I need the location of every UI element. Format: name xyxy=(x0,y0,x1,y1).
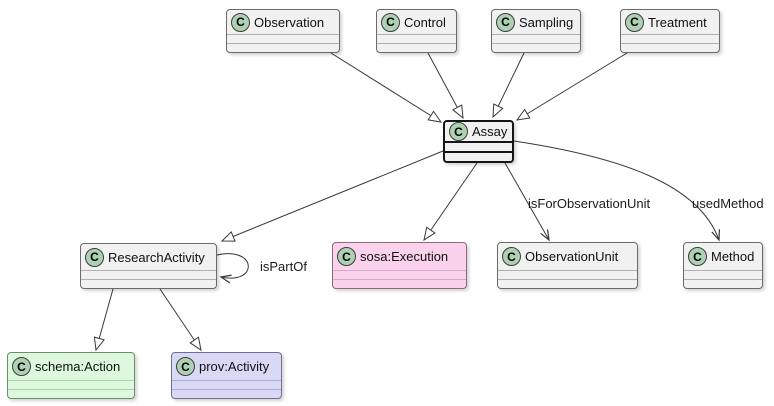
fields-compartment xyxy=(684,270,762,279)
methods-compartment xyxy=(377,43,456,52)
class-c-icon: C xyxy=(625,12,644,32)
fields-compartment xyxy=(492,34,580,43)
fields-compartment xyxy=(227,34,339,43)
fields-compartment xyxy=(172,380,281,389)
class-name: prov:Activity xyxy=(199,359,270,374)
class-c-icon: C xyxy=(231,12,250,32)
class-header: C Assay xyxy=(445,122,512,141)
class-c-icon: C xyxy=(12,357,31,376)
class-method: C Method xyxy=(683,242,763,289)
fields-compartment xyxy=(8,380,134,389)
fields-compartment xyxy=(377,34,456,43)
methods-compartment xyxy=(684,279,762,288)
methods-compartment xyxy=(333,279,466,288)
class-name: Control xyxy=(404,14,446,30)
methods-compartment xyxy=(81,279,216,288)
fields-compartment xyxy=(498,270,637,279)
class-c-icon: C xyxy=(85,247,104,267)
edge-treatment-to-assay xyxy=(515,52,628,121)
edge-assay-to-sosa-execution xyxy=(423,162,478,242)
class-c-icon: C xyxy=(688,247,707,266)
edge-assay-to-research-activity xyxy=(220,150,444,242)
class-name: ObservationUnit xyxy=(525,249,619,264)
edge-assay-to-observation-unit xyxy=(504,162,550,242)
class-name: Observation xyxy=(254,14,325,30)
class-observation-unit: C ObservationUnit xyxy=(497,242,638,289)
class-header: C ObservationUnit xyxy=(498,243,637,270)
class-name: Treatment xyxy=(648,14,707,30)
edge-label-assay-to-observation-unit: isForObservationUnit xyxy=(528,196,651,211)
class-name: ResearchActivity xyxy=(108,249,205,265)
class-assay: C Assay xyxy=(443,120,514,163)
class-c-icon: C xyxy=(496,12,515,32)
class-name: Sampling xyxy=(519,14,574,30)
fields-compartment xyxy=(333,270,466,279)
methods-compartment xyxy=(445,151,512,161)
edge-label-research-activity-self: isPartOf xyxy=(260,259,307,274)
edge-research-activity-to-prov-activity xyxy=(159,288,202,352)
methods-compartment xyxy=(621,43,719,52)
class-name: sosa:Execution xyxy=(360,249,449,264)
edge-label-assay-to-method: usedMethod xyxy=(692,196,764,211)
class-c-icon: C xyxy=(176,357,195,376)
class-name: Assay xyxy=(472,124,508,139)
edge-research-activity-self xyxy=(216,253,249,284)
fields-compartment xyxy=(445,141,512,151)
methods-compartment xyxy=(172,389,281,398)
edge-observation-to-assay xyxy=(330,52,443,123)
class-c-icon: C xyxy=(449,122,468,141)
class-c-icon: C xyxy=(381,12,400,32)
fields-compartment xyxy=(81,270,216,279)
methods-compartment xyxy=(492,43,580,52)
class-header: C Method xyxy=(684,243,762,270)
edge-control-to-assay xyxy=(427,52,464,120)
fields-compartment xyxy=(621,34,719,43)
methods-compartment xyxy=(227,43,339,52)
edge-research-activity-to-schema-action xyxy=(93,288,114,352)
methods-compartment xyxy=(498,279,637,288)
class-name: schema:Action xyxy=(35,359,121,374)
methods-compartment xyxy=(8,389,134,398)
class-c-icon: C xyxy=(337,247,356,266)
edge-assay-to-method xyxy=(513,140,720,242)
class-c-icon: C xyxy=(502,247,521,266)
edge-sampling-to-assay xyxy=(492,52,525,119)
class-name: Method xyxy=(711,249,755,264)
